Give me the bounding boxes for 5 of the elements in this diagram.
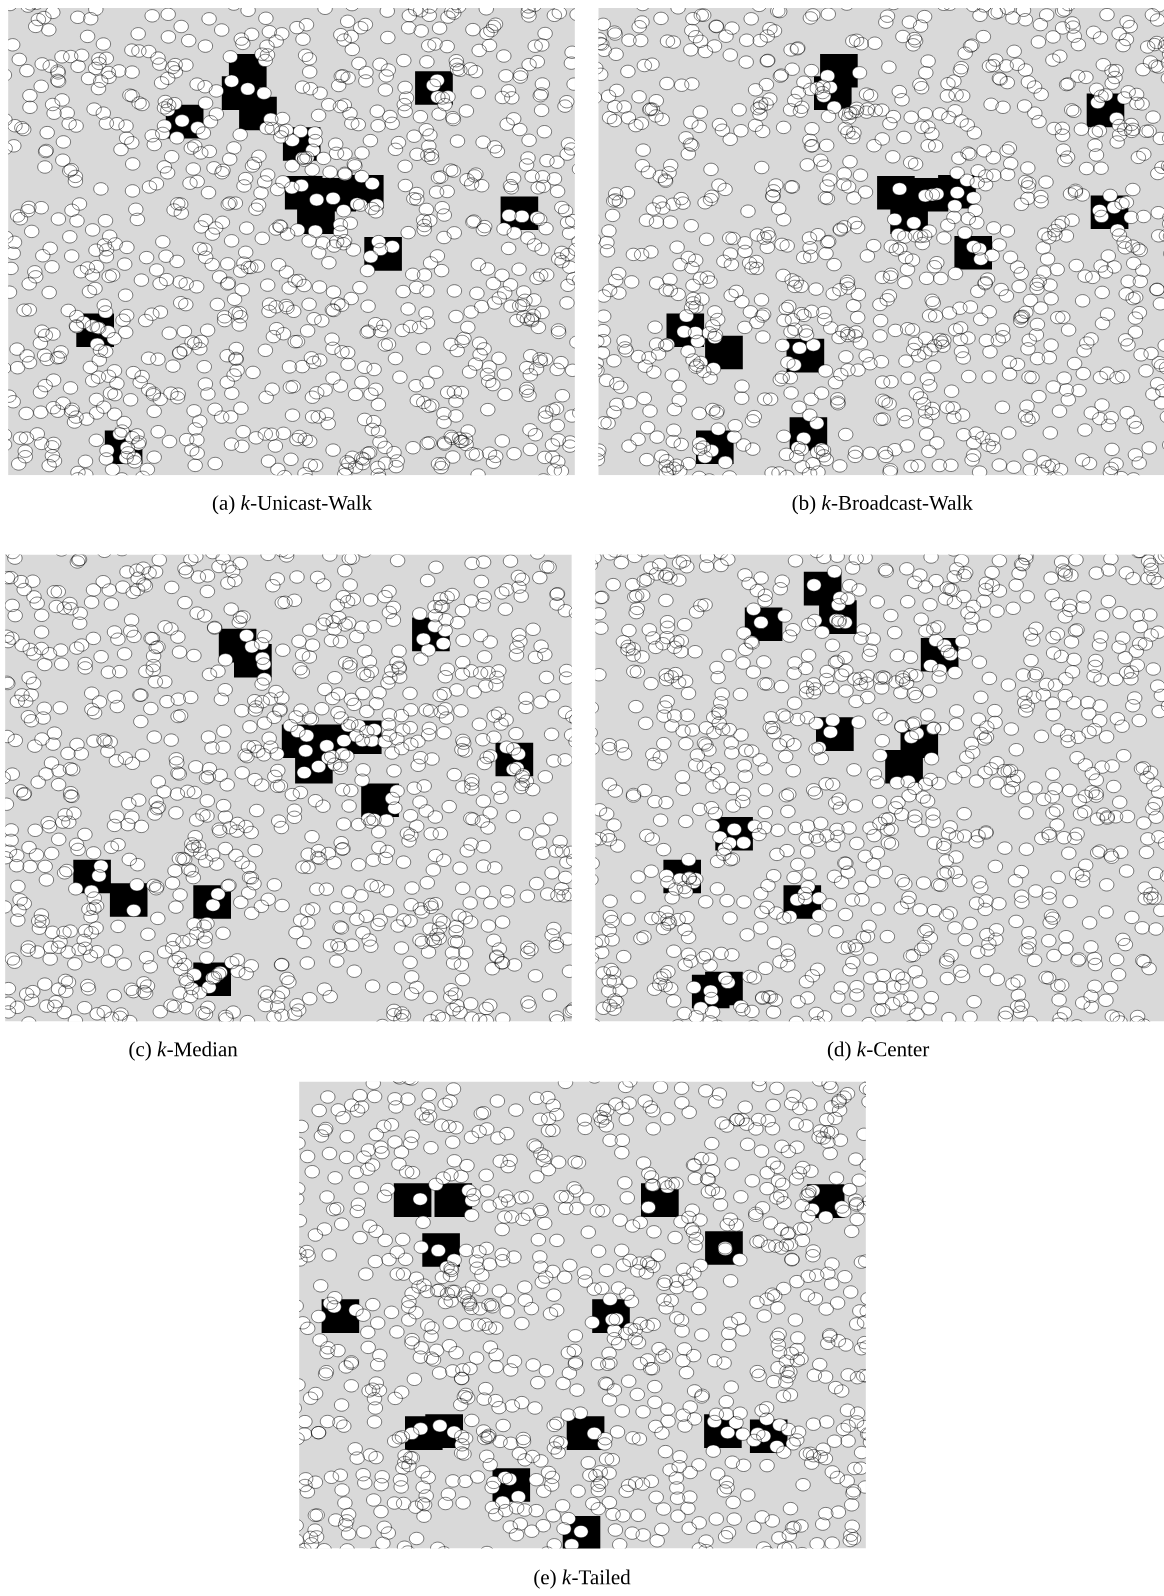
caption: (b) k-Broadcast-Walk [792, 495, 973, 515]
caption: (e) k-Tailed [534, 1569, 631, 1589]
caption: (d) k-Center [827, 1041, 930, 1061]
caption: (c) k-Median [129, 1041, 238, 1061]
caption: (a) k-Unicast-Walk [212, 495, 373, 515]
